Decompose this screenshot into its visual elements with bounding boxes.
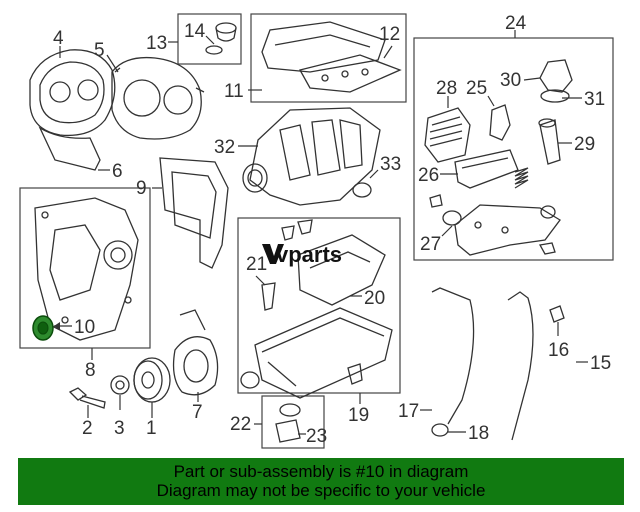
bolts-group — [281, 219, 313, 241]
seal-pointer-arrow — [54, 322, 60, 330]
oil-pan-upper — [297, 234, 386, 306]
oil-pump-housing — [172, 309, 219, 396]
info-banner: Part or sub-assembly is #10 in diagram D… — [18, 458, 624, 505]
oil-filler-cap — [205, 22, 237, 55]
callout-22: 22 — [230, 414, 251, 435]
callout-23: 23 — [306, 426, 327, 447]
box-valve-cover-group — [250, 13, 407, 103]
dipstick — [507, 291, 534, 441]
drain-plug-gasket — [279, 403, 301, 417]
housing-seal — [442, 210, 462, 226]
callout-30: 30 — [500, 70, 521, 91]
callout-25: 25 — [466, 78, 487, 99]
front-cover-gasket — [159, 157, 229, 269]
callout-5: 5 — [94, 40, 105, 61]
lead-25 — [487, 95, 495, 107]
callout-31: 31 — [584, 89, 605, 110]
intake-manifold — [242, 107, 381, 206]
banner-line-1: Part or sub-assembly is #10 in diagram — [173, 462, 469, 481]
vparts-logo: vparts — [262, 242, 342, 267]
callout-15: 15 — [590, 353, 611, 374]
valve-cover — [261, 21, 402, 93]
timing-cover-gasket — [38, 126, 101, 171]
front-crank-seal — [32, 315, 54, 341]
oil-level-sensor — [240, 371, 260, 389]
callout-29: 29 — [574, 134, 595, 155]
callout-9: 9 — [136, 178, 147, 199]
dipstick-cap — [549, 305, 565, 323]
lead-21 — [255, 275, 266, 286]
oil-cooler — [424, 107, 471, 163]
callout-8: 8 — [85, 360, 96, 381]
dipstick-tube-seal — [431, 423, 449, 437]
box-oil-cooler-group — [413, 37, 614, 261]
oil-pan-lower — [254, 307, 393, 399]
callout-20: 20 — [364, 288, 385, 309]
callout-21: 21 — [246, 254, 267, 275]
callout-24: 24 — [505, 13, 527, 34]
housing-bolt — [429, 194, 556, 255]
lead-27 — [441, 225, 453, 237]
callout-19: 19 — [348, 405, 369, 426]
callout-10: 10 — [74, 317, 95, 338]
washer — [110, 375, 130, 395]
box-front-cover-group — [19, 187, 151, 349]
callout-16: 16 — [548, 340, 569, 361]
callout-27: 27 — [420, 234, 441, 255]
box-oil-cap-group — [177, 13, 242, 65]
dipstick-tube — [431, 287, 475, 425]
callout-1: 1 — [146, 418, 157, 439]
vparts-watermark: vparts — [276, 242, 342, 267]
callout-32: 32 — [214, 137, 235, 158]
engine-front-cover — [34, 197, 139, 341]
callout-2: 2 — [82, 418, 93, 439]
callout-33: 33 — [380, 154, 401, 175]
oil-pump-pickup — [261, 282, 276, 311]
callout-6: 6 — [112, 161, 123, 182]
callout-28: 28 — [436, 78, 457, 99]
drain-plug — [347, 363, 363, 385]
oil-filter-housing-cap — [539, 59, 573, 103]
manifold-seal — [352, 182, 372, 198]
callout-3: 3 — [114, 418, 125, 439]
callout-12: 12 — [379, 24, 400, 45]
lead-33 — [369, 169, 379, 179]
callout-4: 4 — [53, 28, 64, 49]
lead-12 — [383, 45, 393, 59]
timing-cover-outer — [29, 49, 116, 137]
callout-14: 14 — [184, 21, 206, 42]
callout-11: 11 — [224, 81, 244, 102]
callout-18: 18 — [468, 423, 489, 444]
oil-filter-housing — [454, 204, 561, 256]
spring — [514, 167, 529, 189]
lead-14 — [205, 35, 215, 45]
callout-26: 26 — [418, 165, 439, 186]
callout-13: 13 — [146, 33, 167, 54]
drain-plug-body — [275, 419, 301, 443]
callout-7: 7 — [192, 402, 203, 423]
callout-17: 17 — [398, 401, 419, 422]
lead-30 — [523, 77, 541, 81]
crank-pulley — [133, 357, 171, 403]
oil-cooler-adapter — [454, 149, 519, 189]
box-oil-pan-group — [237, 217, 401, 394]
oil-cooler-gasket — [489, 104, 511, 141]
oil-filter-element — [538, 118, 561, 165]
box-drain-plug-group — [261, 395, 325, 449]
banner-line-2: Diagram may not be specific to your vehi… — [156, 481, 486, 500]
timing-cover-inner — [111, 56, 205, 140]
lead-5 — [106, 54, 119, 73]
crank-bolt — [68, 387, 106, 409]
